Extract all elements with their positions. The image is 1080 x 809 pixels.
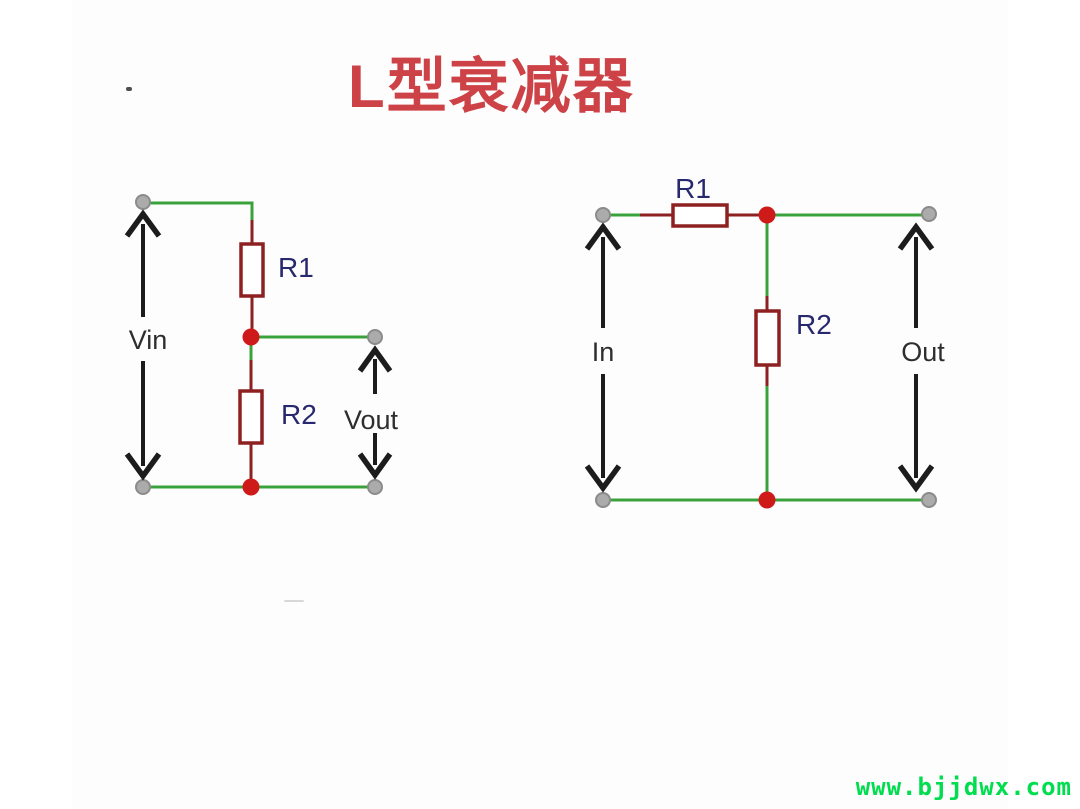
label-out: Out [901,337,945,367]
junction-dot-mid [242,328,260,346]
label-r1: R1 [278,252,314,283]
resistor-r2 [754,309,781,367]
junction-dot-top [758,206,776,224]
label-in: In [592,337,615,367]
vout-arrow-down-icon [357,452,393,480]
left-circuit: R1 R2 Vin Vout [124,194,399,496]
in-arrow-up-icon [584,222,622,251]
label-vout: Vout [344,405,399,435]
terminal-out-top [367,329,383,345]
right-margin-band [1008,0,1080,809]
resistor-r1 [239,242,265,298]
resistor-r2 [238,389,264,445]
label-vin: Vin [129,325,168,355]
terminal-in-top [135,194,151,210]
label-r1: R1 [675,173,711,204]
terminal-in-bottom [595,492,611,508]
page-title: L型衰减器 [348,53,635,120]
in-arrow-down-icon [584,464,622,493]
terminal-out-bottom [367,479,383,495]
vin-arrow-up-icon [124,209,162,238]
label-r2: R2 [281,399,317,430]
resistor-r1 [671,203,729,228]
vin-arrow-down-icon [124,452,162,481]
junction-dot-bottom [242,478,260,496]
junction-dot-bottom [758,491,776,509]
terminal-in-top [595,207,611,223]
out-arrow-up-icon [897,222,935,251]
terminal-out-top [921,206,937,222]
artifact-dot [126,87,132,91]
terminal-out-bottom [921,492,937,508]
terminal-in-bottom [135,479,151,495]
left-margin-band [0,0,72,809]
wire-input-top [141,201,254,224]
label-r2: R2 [796,309,832,340]
right-circuit: R1 R2 In Out [584,173,945,509]
watermark: www.bjjdwx.com [855,773,1072,801]
out-arrow-down-icon [897,464,935,493]
vout-arrow-up-icon [357,345,393,373]
smudge-mark [284,600,304,602]
